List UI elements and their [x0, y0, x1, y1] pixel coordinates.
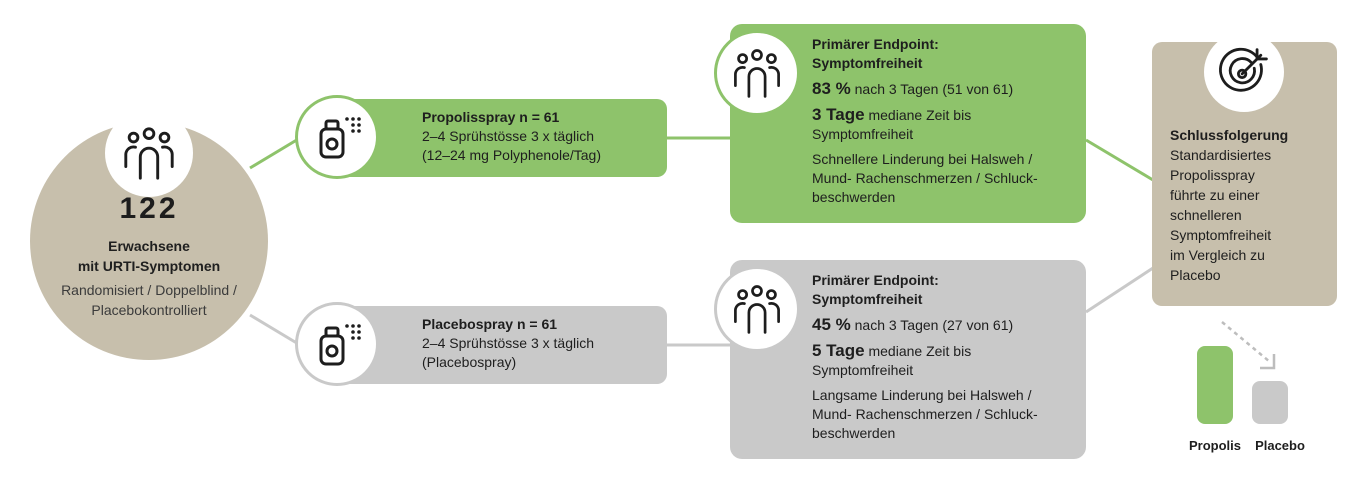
conclusion-line: Symptomfreiheit — [1170, 227, 1272, 243]
propolis-desc-line3: beschwerden — [812, 189, 896, 205]
placebo-endpoint-text: Primärer Endpoint: Symptomfreiheit 45 % … — [812, 271, 1062, 443]
propolis-spray-icon-disc — [295, 95, 379, 179]
conclusion-icon-disc — [1204, 32, 1284, 112]
conclusion-line: Standardisiertes — [1170, 147, 1272, 163]
legend-propolis-label: Propolis — [1188, 438, 1241, 453]
population-title: Erwachsene mit URTI-Symptomen — [30, 236, 268, 276]
propolis-desc-line1: Schnellere Linderung bei Halsweh / — [812, 151, 1033, 167]
target-arrow-icon — [1219, 47, 1268, 92]
population-title-line1: Erwachsene — [108, 238, 190, 254]
connector-endpoint-conclusion-gray — [1085, 266, 1154, 314]
legend-placebo-label: Placebo — [1255, 438, 1305, 453]
connector-population-propolis — [249, 136, 301, 170]
propolis-endpoint-heading: Primärer Endpoint: Symptomfreiheit — [812, 35, 1062, 73]
propolis-arm-dosage: 2–4 Sprühstösse 3 x täglich — [422, 128, 594, 144]
propolis-endpoint-box: Primärer Endpoint: Symptomfreiheit 83 % … — [730, 24, 1086, 223]
conclusion-line: schnelleren — [1170, 207, 1242, 223]
placebo-arm-detail: (Placebospray) — [422, 354, 517, 370]
population-icon-disc — [105, 109, 193, 197]
population-title-line2: mit URTI-Symptomen — [77, 258, 221, 274]
conclusion-line: Placebo — [1170, 267, 1221, 283]
propolis-arm-box: Propolisspray n = 61 2–4 Sprühstösse 3 x… — [330, 99, 667, 177]
placebo-median-time: 5 Tage mediane Zeit bis Symptomfreiheit — [812, 341, 1062, 380]
placebo-endpoint-heading-line2: Symptomfreiheit — [812, 291, 923, 307]
population-count: 122 — [119, 192, 179, 225]
placebo-arm-title: Placebospray n = 61 — [422, 316, 558, 332]
propolis-desc-line2: Mund- Rachenschmerzen / Schluck- — [812, 170, 1038, 186]
propolis-median-value: 3 Tage — [812, 105, 865, 124]
placebo-desc-line3: beschwerden — [812, 425, 896, 441]
spray-bottle-icon — [319, 324, 361, 366]
propolis-endpoint-description: Schnellere Linderung bei Halsweh / Mund-… — [812, 150, 1062, 207]
propolis-arm-detail: (12–24 mg Polyphenole/Tag) — [422, 147, 602, 163]
placebo-endpoint-icon-disc — [714, 266, 800, 352]
legend-propolis-bar — [1197, 346, 1233, 424]
placebo-median-text-line2: Symptomfreiheit — [812, 362, 914, 378]
propolis-endpoint-text: Primärer Endpoint: Symptomfreiheit 83 % … — [812, 35, 1062, 207]
study-design-line1: Randomisiert / Doppelblind / — [61, 282, 237, 298]
conclusion-line: führte zu einer — [1170, 187, 1260, 203]
propolis-rate-value: 83 % — [812, 79, 851, 98]
people-group-icon — [734, 49, 780, 98]
placebo-rate-value: 45 % — [812, 315, 851, 334]
people-group-icon — [124, 127, 174, 180]
propolis-median-text-line2: Symptomfreiheit — [812, 126, 914, 142]
placebo-spray-icon-disc — [295, 302, 379, 386]
conclusion-text: Schlussfolgerung Standardisiertes Propol… — [1170, 125, 1330, 285]
placebo-arm-text: Placebospray n = 61 2–4 Sprühstösse 3 x … — [422, 315, 594, 372]
dashed-arrow — [1221, 321, 1276, 370]
propolis-arm-text: Propolisspray n = 61 2–4 Sprühstösse 3 x… — [422, 108, 601, 165]
connector-population-placebo — [249, 313, 301, 347]
placebo-median-value: 5 Tage — [812, 341, 865, 360]
propolis-endpoint-icon-disc — [714, 30, 800, 116]
propolis-median-time: 3 Tage mediane Zeit bis Symptomfreiheit — [812, 105, 1062, 144]
placebo-median-text: mediane Zeit bis — [868, 343, 972, 359]
propolis-rate-text: nach 3 Tagen (51 von 61) — [854, 81, 1014, 97]
placebo-rate-text: nach 3 Tagen (27 von 61) — [854, 317, 1014, 333]
placebo-symptom-free-rate: 45 % nach 3 Tagen (27 von 61) — [812, 315, 1062, 335]
conclusion-heading: Schlussfolgerung — [1170, 127, 1289, 143]
placebo-arm-box: Placebospray n = 61 2–4 Sprühstösse 3 x … — [330, 306, 667, 384]
study-design-line2: Placebokontrolliert — [91, 302, 207, 318]
legend-placebo-bar — [1252, 381, 1288, 424]
placebo-desc-line1: Langsame Linderung bei Halsweh / — [812, 387, 1032, 403]
placebo-endpoint-description: Langsame Linderung bei Halsweh / Mund- R… — [812, 386, 1062, 443]
people-group-icon — [734, 285, 780, 334]
placebo-arm-dosage: 2–4 Sprühstösse 3 x täglich — [422, 335, 594, 351]
placebo-endpoint-heading: Primärer Endpoint: Symptomfreiheit — [812, 271, 1062, 309]
propolis-endpoint-heading-line1: Primärer Endpoint: — [812, 36, 939, 52]
spray-bottle-icon — [319, 117, 361, 159]
propolis-median-text: mediane Zeit bis — [868, 107, 972, 123]
propolis-endpoint-heading-line2: Symptomfreiheit — [812, 55, 923, 71]
conclusion-line: im Vergleich zu — [1170, 247, 1265, 263]
propolis-arm-title: Propolisspray n = 61 — [422, 109, 560, 125]
study-design: Randomisiert / Doppelblind / Placebokont… — [30, 280, 268, 320]
connector-endpoint-conclusion-green — [1085, 138, 1154, 182]
placebo-desc-line2: Mund- Rachenschmerzen / Schluck- — [812, 406, 1038, 422]
conclusion-line: Propolisspray — [1170, 167, 1255, 183]
placebo-endpoint-heading-line1: Primärer Endpoint: — [812, 272, 939, 288]
propolis-symptom-free-rate: 83 % nach 3 Tagen (51 von 61) — [812, 79, 1062, 99]
